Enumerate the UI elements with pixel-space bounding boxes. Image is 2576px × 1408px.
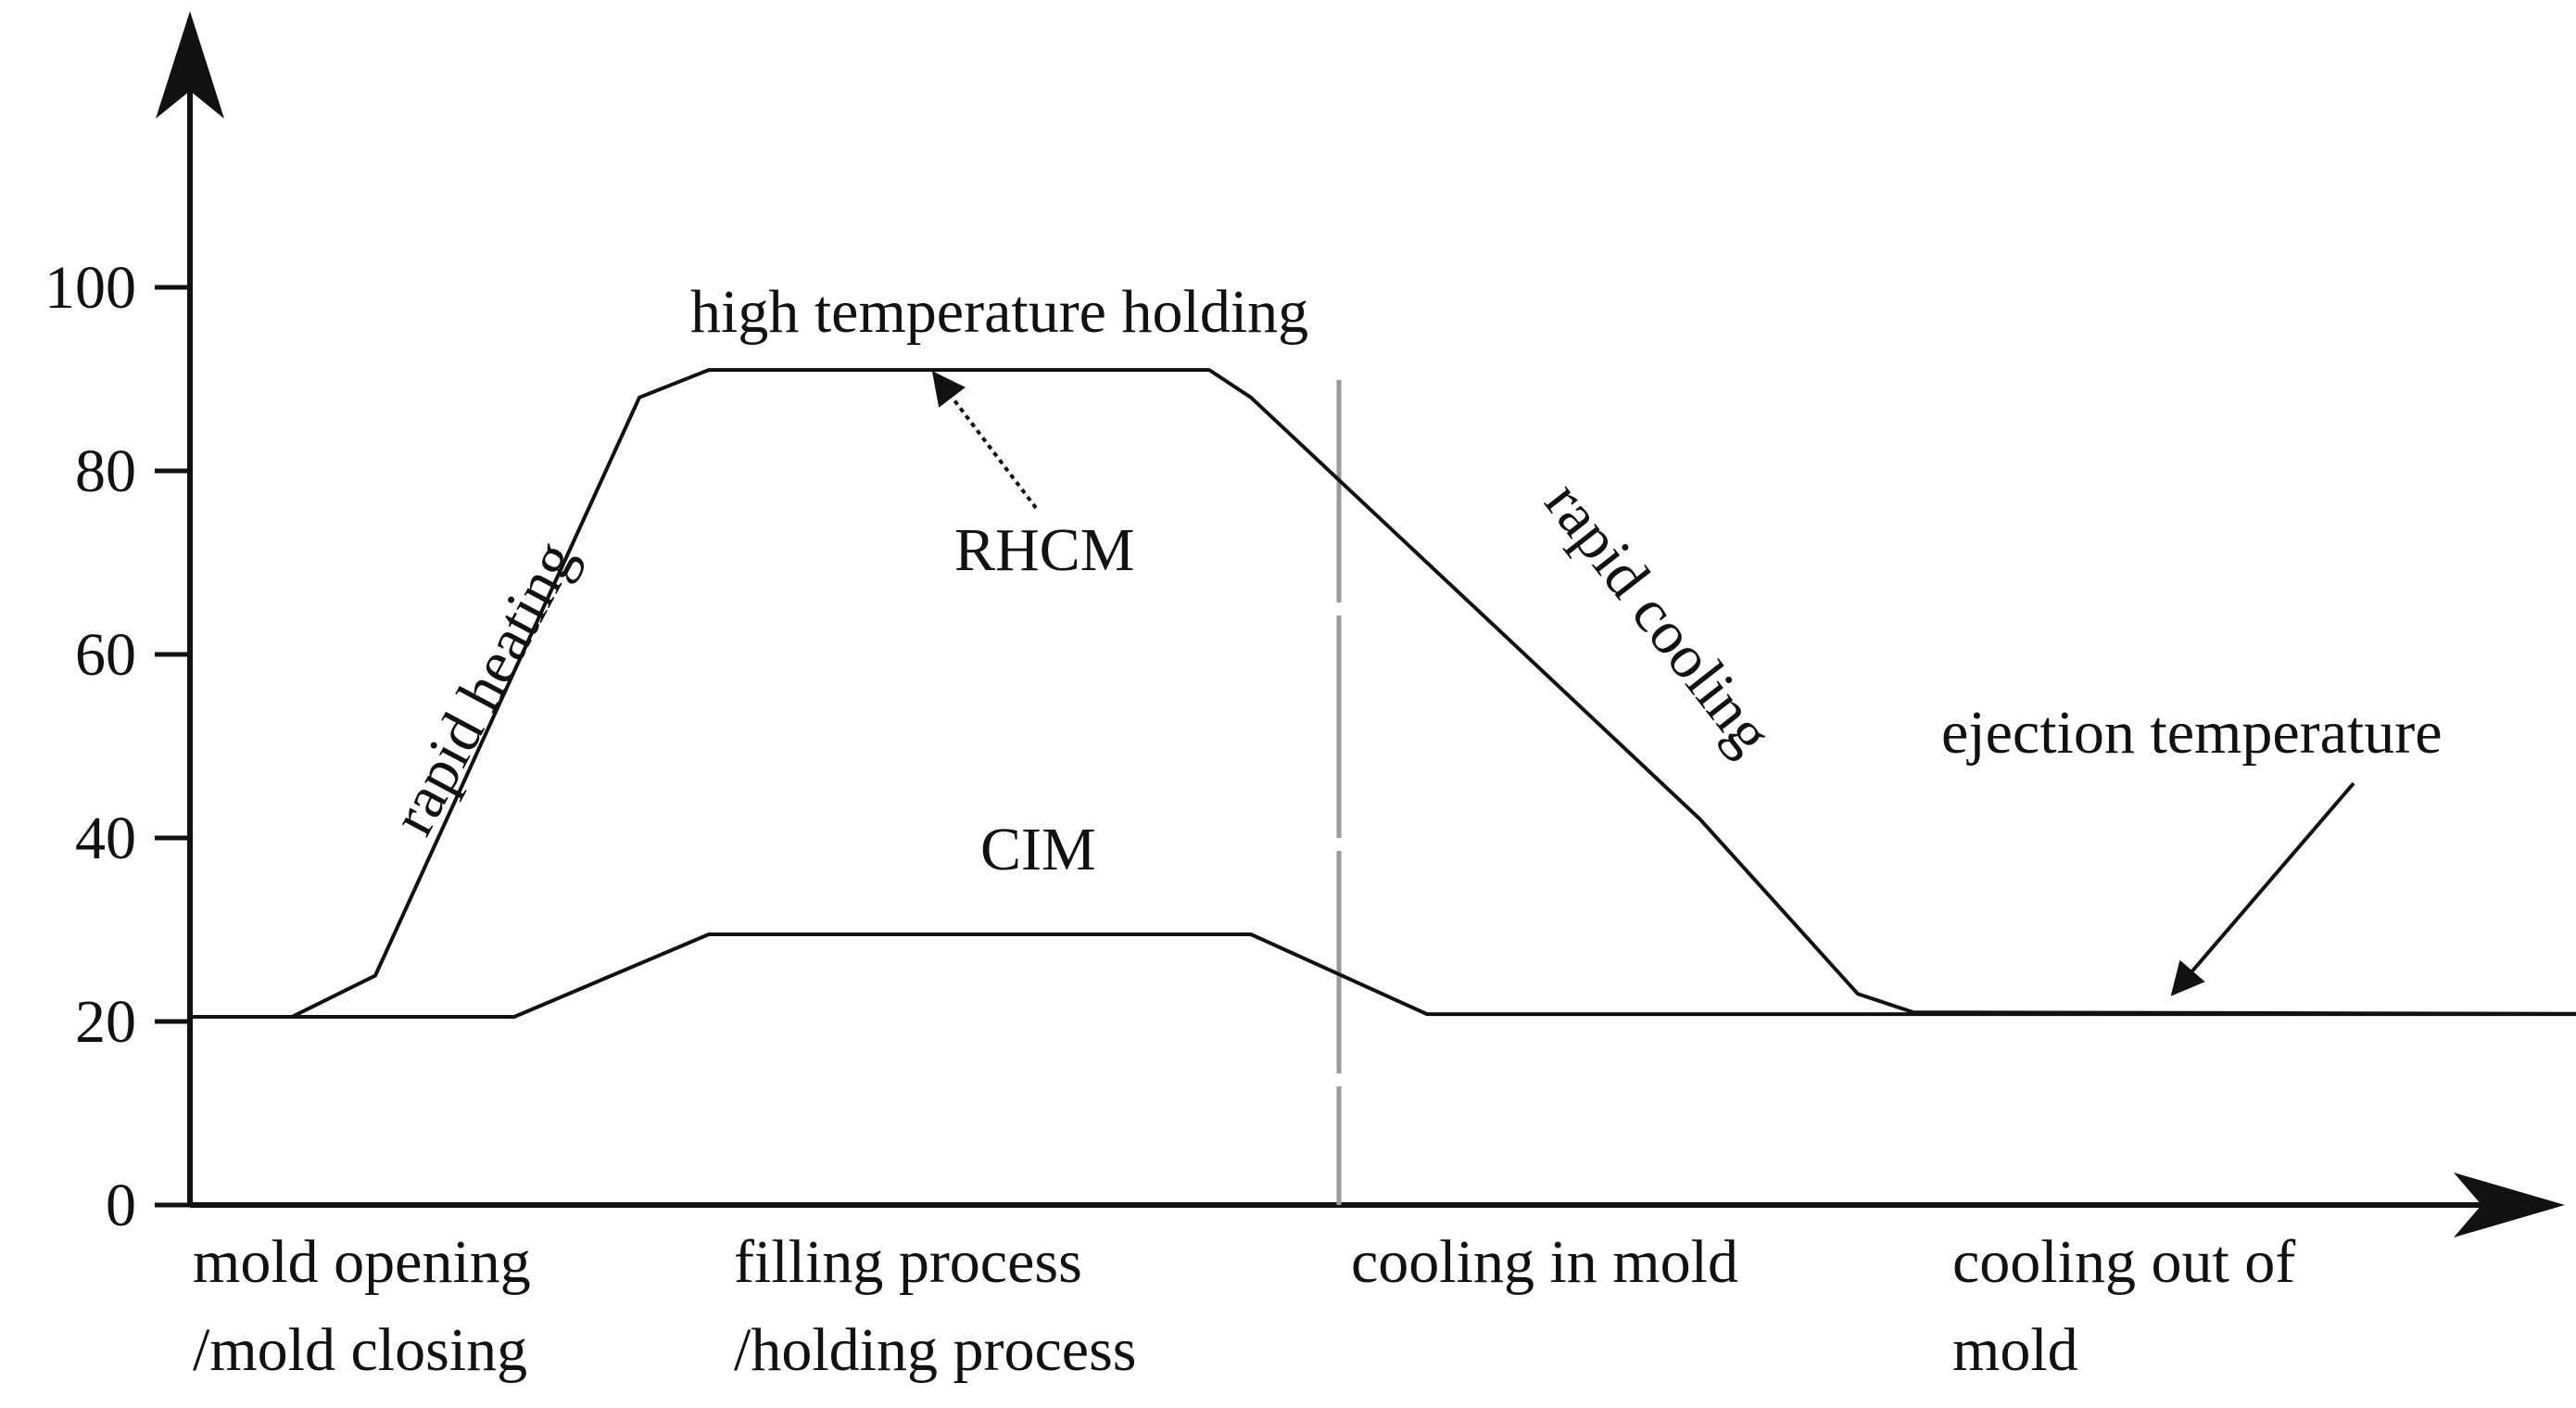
phase-label-mold-opening: mold opening /mold closing [193, 1228, 546, 1384]
annotation-cim: CIM [980, 816, 1096, 883]
phase-label-cooling-out-of-mold: cooling out of mold [1952, 1228, 2311, 1384]
y-ticks: 0 20 40 60 80 100 [44, 254, 190, 1239]
annotation-high-temperature-holding: high temperature holding [690, 278, 1308, 346]
annotation-ejection-temperature: ejection temperature [1941, 699, 2443, 767]
y-tick-label: 80 [75, 438, 136, 505]
series-line-cim [190, 932, 2576, 1019]
y-tick-label: 0 [106, 1172, 136, 1239]
x-axis-arrow-icon [2454, 1173, 2565, 1237]
annotation-rapid-cooling: rapid cooling [1532, 469, 1785, 767]
annotation-rapid-heating: rapid heating [379, 530, 589, 845]
phase-label-cooling-in-mold: cooling in mold [1351, 1228, 1738, 1296]
series-group [190, 368, 2576, 1019]
y-tick-label: 60 [75, 621, 136, 689]
ejection-pointer-arrow [2170, 781, 2355, 996]
y-axis-arrow-icon [156, 11, 224, 119]
phase-label-filling-process: filling process /holding process [734, 1228, 1136, 1384]
y-tick-label: 20 [75, 988, 136, 1056]
series-line-rhcm [190, 368, 2576, 1019]
y-tick-label: 100 [44, 254, 136, 322]
y-tick-label: 40 [75, 805, 136, 872]
annotation-rhcm: RHCM [954, 516, 1134, 584]
rhcm-pointer-arrow [931, 371, 1038, 510]
